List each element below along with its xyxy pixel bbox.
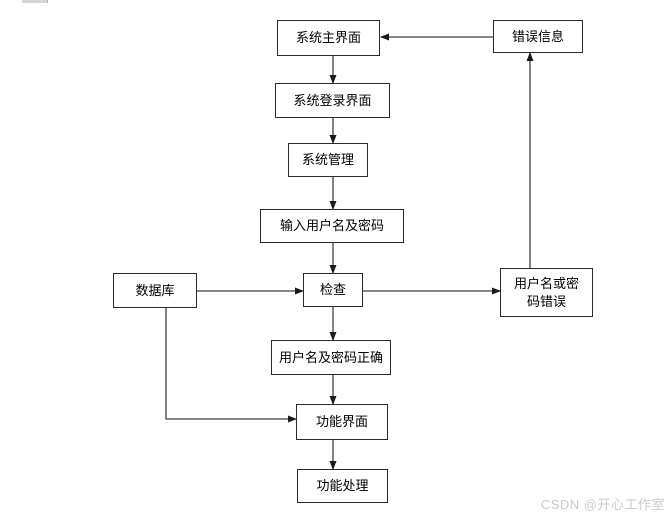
node-label: 检查	[319, 282, 346, 298]
csdn-watermark: CSDN @开心工作室	[540, 497, 665, 512]
node-wrong-credentials: 用户名或密码错误	[500, 268, 593, 317]
node-label: 功能界面	[315, 414, 368, 430]
node-label: 用户名及密码正确	[278, 349, 383, 365]
node-error-info: 错误信息	[493, 20, 583, 53]
node-label: 数据库	[135, 282, 175, 298]
node-system-login-ui: 系统登录界面	[275, 83, 390, 118]
node-label: 输入用户名及密码	[279, 218, 384, 234]
node-label: 功能处理	[316, 478, 369, 494]
node-label: 错误信息	[511, 28, 564, 44]
node-correct-credentials: 用户名及密码正确	[271, 340, 391, 375]
node-input-credentials: 输入用户名及密码	[260, 209, 404, 243]
node-label: 用户名或密码错误	[513, 275, 579, 309]
node-system-main-ui: 系统主界面	[277, 20, 380, 56]
node-function-ui: 功能界面	[296, 404, 388, 440]
node-check: 检查	[303, 273, 363, 307]
node-label: 系统主界面	[295, 30, 361, 46]
node-database: 数据库	[113, 273, 197, 308]
node-system-management: 系统管理	[288, 143, 368, 177]
connector-db-to-func	[165, 308, 297, 423]
node-label: 系统管理	[301, 152, 354, 168]
node-function-processing: 功能处理	[297, 469, 388, 503]
node-label: 系统登录界面	[293, 92, 372, 108]
cropped-toolbar-fragment	[22, 0, 48, 3]
